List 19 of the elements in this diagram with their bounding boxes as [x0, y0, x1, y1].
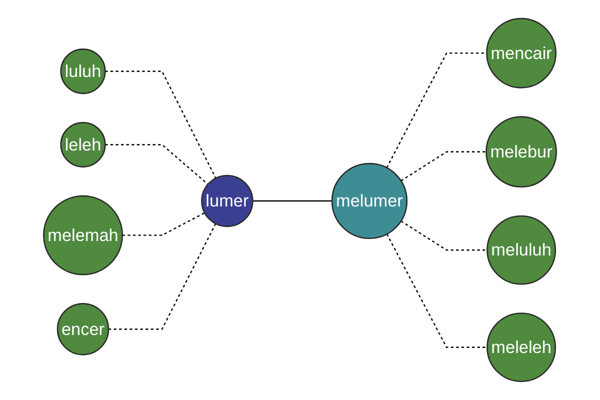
node-circle: meluluh — [486, 215, 556, 285]
node-circle: melemah — [43, 195, 123, 276]
connector — [105, 144, 208, 185]
connector — [105, 70, 216, 178]
connector — [400, 220, 488, 251]
node-circle: melebur — [486, 116, 557, 188]
connector — [108, 223, 216, 330]
node-circle: leleh — [60, 122, 106, 168]
node-circle: meleleh — [486, 312, 556, 382]
node-circle: mencair — [486, 18, 557, 88]
node-circle: lumer — [201, 174, 254, 228]
connector — [400, 151, 486, 182]
connector — [252, 200, 332, 202]
node-circle: luluh — [60, 48, 106, 94]
connector — [122, 212, 205, 236]
node-circle: encer — [56, 303, 110, 356]
connector — [386, 234, 488, 348]
node-circle: melumer — [331, 162, 408, 240]
connector — [386, 52, 487, 168]
